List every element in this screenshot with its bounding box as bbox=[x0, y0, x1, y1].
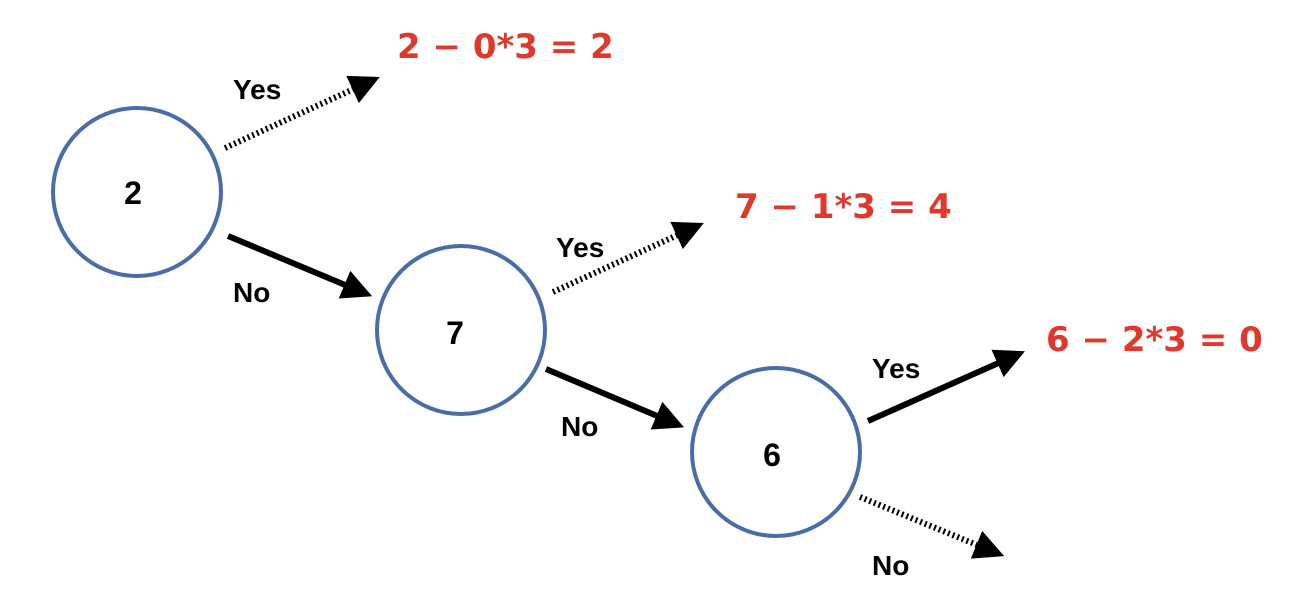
node-3-circle bbox=[690, 366, 862, 538]
node-2: 7 bbox=[375, 244, 547, 416]
node-1-value: 2 bbox=[124, 175, 142, 211]
node-3-value: 6 bbox=[763, 437, 781, 473]
node-1: 2 bbox=[51, 106, 223, 278]
node-3-no-label: No bbox=[872, 550, 909, 581]
result-1: 2 − 0*3 = 2 bbox=[397, 27, 614, 67]
result-3: 6 − 2*3 = 0 bbox=[1046, 320, 1263, 360]
node-1-yes-arrow bbox=[223, 75, 380, 151]
node-3-yes-label: Yes bbox=[872, 353, 920, 384]
node-1-circle bbox=[51, 106, 223, 278]
result-2: 7 − 1*3 = 4 bbox=[735, 187, 952, 227]
node-2-value: 7 bbox=[446, 315, 464, 351]
node-3-no-arrow bbox=[858, 494, 1005, 559]
node-2-no-arrow bbox=[544, 366, 685, 430]
node-2-circle bbox=[375, 244, 547, 416]
node-2-no-label: No bbox=[561, 411, 598, 442]
node-2-yes-label: Yes bbox=[556, 232, 604, 263]
node-2-yes-arrow bbox=[551, 221, 704, 295]
node-1-yes-label: Yes bbox=[233, 74, 281, 105]
node-3: 6 bbox=[690, 366, 862, 538]
node-3-yes-arrow bbox=[866, 349, 1025, 424]
node-1-no-label: No bbox=[233, 277, 270, 308]
node-1-no-arrow bbox=[226, 233, 373, 299]
